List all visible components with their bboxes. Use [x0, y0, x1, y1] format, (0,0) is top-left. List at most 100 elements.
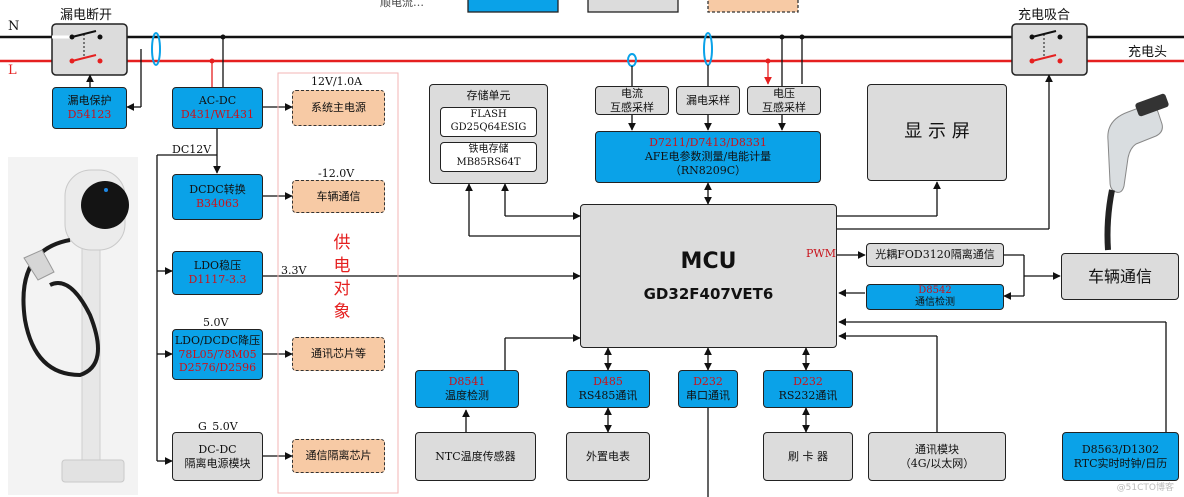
charging-gun-icon	[1104, 93, 1169, 251]
supply-target-char: 对	[333, 279, 351, 299]
mcu-part: GD32F407VET6	[643, 285, 774, 304]
rs232-box: D232 RS232通讯	[763, 370, 853, 408]
iso-dcdc-box: DC-DC 隔离电源模块	[172, 432, 263, 481]
comm-module-box: 通讯模块 （4G/以太网）	[868, 432, 1006, 481]
afe-part: D7211/D7413/D8331	[649, 136, 767, 150]
iso-chip-load: 通信隔离芯片	[292, 439, 385, 473]
comm-detect-box: D8542 通信检测	[866, 284, 1004, 310]
temp-detect-title: 温度检测	[445, 389, 489, 402]
ldo-part: D1117-3.3	[188, 273, 247, 286]
card-reader-box: 刷 卡 器	[763, 432, 853, 481]
iso-dcdc-sub: 隔离电源模块	[184, 456, 251, 470]
fram-label: 铁电存储	[468, 144, 509, 156]
current-sense-line2: 互感采样	[610, 100, 654, 114]
rtc-box: D8563/D1302 RTC实时时钟/日历	[1062, 432, 1179, 481]
leak-sense-label: 漏电采样	[686, 93, 730, 107]
leak-protect-title: 漏电保护	[67, 94, 112, 108]
display-box: 显 示 屏	[867, 84, 1007, 181]
ldo-title: LDO稳压	[193, 259, 242, 273]
ntc-sensor-label: NTC温度传感器	[435, 449, 516, 463]
rs485-box: D485 RS485通讯	[566, 370, 650, 408]
rtc-title: RTC实时时钟/日历	[1073, 456, 1168, 470]
fram-box: 铁电存储 MB85RS64T	[440, 141, 537, 172]
top-cut-label: 顺电流…	[380, 0, 424, 9]
current-sense-box: 电流 互感采样	[595, 86, 669, 115]
comm-chip-label: 通讯芯片等	[311, 347, 366, 361]
vg5-label: G_5.0V	[198, 420, 238, 433]
rtc-part: D8563/D1302	[1081, 442, 1160, 456]
l-line-label: L	[8, 63, 17, 78]
external-meter-box: 外置电表	[566, 432, 650, 481]
comm-module-line1: 通讯模块	[915, 442, 959, 456]
iso-dcdc-title: DC-DC	[198, 442, 237, 456]
iso-chip-label: 通信隔离芯片	[305, 449, 372, 463]
flash-part: GD25Q64ESIG	[450, 121, 527, 133]
mcu-box: MCU GD32F407VET6	[580, 204, 837, 348]
optocoupler-label: 光耦FOD3120隔离通信	[875, 248, 995, 262]
storage-title: 存储单元	[466, 89, 511, 102]
afe-box: D7211/D7413/D8331 AFE电参数测量/电能计量 （RN8209C…	[595, 131, 821, 183]
current-sense-line1: 电流	[621, 86, 643, 100]
leak-protect-part: D54123	[67, 108, 112, 121]
ldo-dcdc-part2: D2576/D2596	[178, 361, 257, 375]
v12-label: 12V/1.0A	[311, 75, 363, 88]
dc12v-label: DC12V	[172, 143, 212, 156]
leak-breaker-label: 漏电断开	[60, 8, 113, 23]
leak-sense-box: 漏电采样	[676, 86, 740, 115]
supply-target-char: 电	[333, 256, 351, 276]
voltage-sense-box: 电压 互感采样	[747, 86, 821, 115]
serial-box: D232 串口通讯	[678, 370, 738, 408]
vehicle-comm-load: 车辆通信	[292, 180, 385, 213]
comm-detect-part: D8542	[918, 284, 952, 296]
vneg12-label: -12.0V	[318, 167, 355, 180]
external-meter-label: 外置电表	[586, 449, 630, 463]
supply-target-label: 供 电 对 象	[332, 232, 352, 324]
optocoupler-box: 光耦FOD3120隔离通信	[866, 243, 1004, 267]
charging-pile-illustration	[8, 157, 138, 495]
flash-label: FLASH	[470, 109, 507, 121]
vehicle-comm-load-label: 车辆通信	[316, 189, 361, 203]
leak-protect-box: 漏电保护 D54123	[52, 87, 127, 129]
ldo-box: LDO稳压 D1117-3.3	[172, 251, 263, 295]
comm-chip-load: 通讯芯片等	[292, 337, 385, 371]
acdc-box: AC-DC D431/WL431	[172, 87, 263, 129]
watermark: @51CTO博客	[1116, 483, 1174, 493]
dcdc-title: DCDC转换	[189, 183, 246, 197]
fram-part: MB85RS64T	[456, 156, 521, 168]
sys-power-load: 系统主电源	[292, 90, 385, 126]
serial-title: 串口通讯	[686, 389, 730, 402]
afe-title: AFE电参数测量/电能计量	[644, 150, 772, 164]
sys-power-label: 系统主电源	[311, 101, 366, 115]
dcdc-box: DCDC转换 B34063	[172, 174, 263, 220]
acdc-title: AC-DC	[198, 94, 237, 108]
supply-target-char: 供	[333, 233, 351, 253]
ntc-sensor-box: NTC温度传感器	[415, 432, 536, 481]
mcu-title: MCU	[680, 248, 737, 274]
vehicle-comm-label: 车辆通信	[1087, 266, 1152, 286]
dcdc-part: B34063	[195, 197, 240, 210]
charge-contactor-label: 充电吸合	[1018, 8, 1071, 23]
ldo-dcdc-part1: 78L05/78M05	[178, 347, 257, 361]
ldo-dcdc-box: LDO/DCDC降压 78L05/78M05 D2576/D2596	[172, 329, 263, 380]
serial-part: D232	[693, 375, 723, 389]
rs232-title: RS232通讯	[778, 389, 838, 402]
v33-label: 3.3V	[281, 264, 307, 277]
rs485-title: RS485通讯	[578, 389, 638, 402]
temp-detect-box: D8541 温度检测	[415, 370, 519, 408]
pwm-label: PWM	[806, 247, 836, 260]
rs485-part: D485	[593, 375, 623, 389]
comm-module-line2: （4G/以太网）	[899, 456, 975, 470]
comm-detect-title: 通信检测	[915, 297, 955, 308]
supply-target-char: 象	[333, 302, 351, 322]
ldo-dcdc-title: LDO/DCDC降压	[174, 333, 261, 347]
voltage-sense-line2: 互感采样	[762, 100, 806, 114]
display-label: 显 示 屏	[904, 121, 970, 143]
flash-box: FLASH GD25Q64ESIG	[440, 106, 537, 137]
card-reader-label: 刷 卡 器	[788, 449, 828, 463]
v5-label: 5.0V	[203, 316, 229, 329]
voltage-sense-line1: 电压	[773, 86, 795, 100]
storage-unit: 存储单元 FLASH GD25Q64ESIG 铁电存储 MB85RS64T	[429, 84, 548, 184]
rs232-part: D232	[793, 375, 823, 389]
